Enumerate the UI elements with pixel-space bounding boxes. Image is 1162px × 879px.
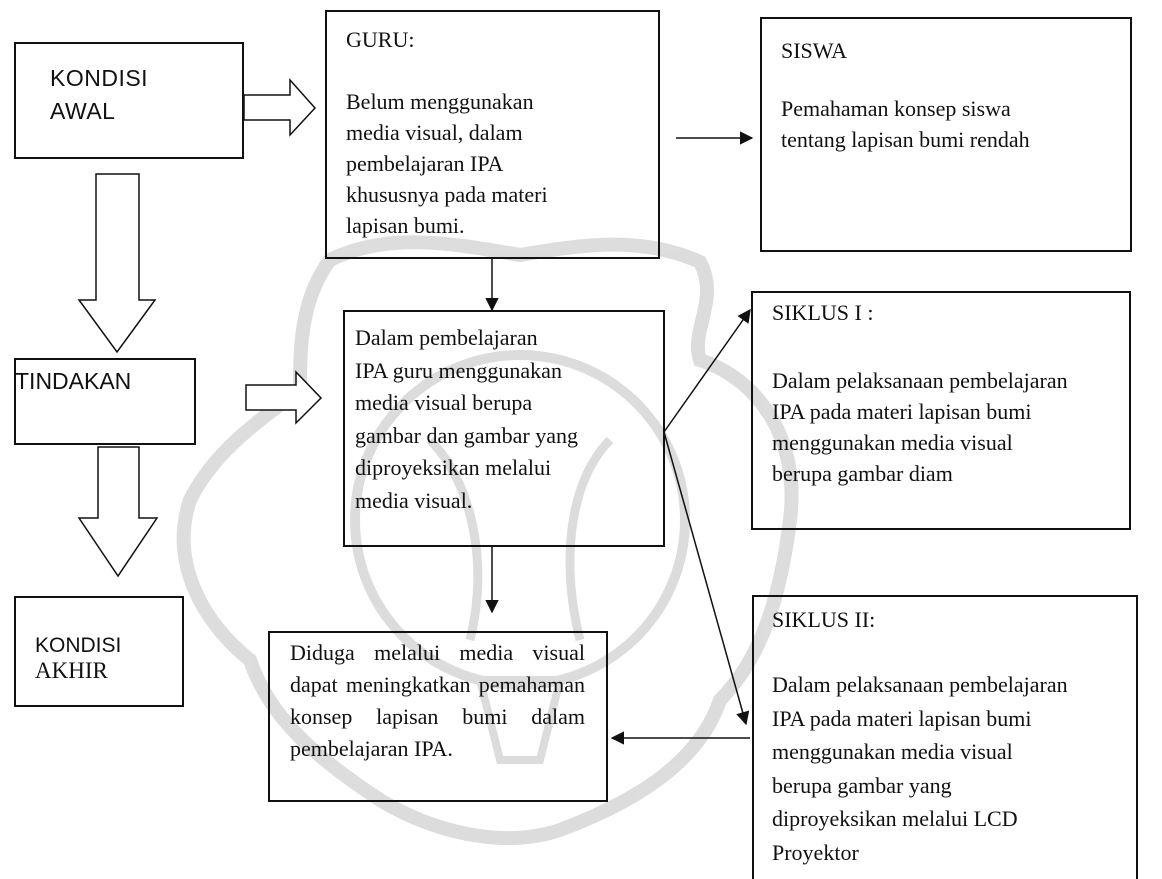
siklus-2-body: Dalam pelaksanaan pembelajaran IPA pada … (772, 672, 1068, 865)
guru-box (325, 10, 660, 259)
hollow-arrow-down-1 (77, 173, 157, 354)
guru-title: GURU: (346, 27, 415, 52)
siswa-title: SISWA (781, 38, 848, 63)
siklus-1-body: Dalam pelaksanaan pembelajaran IPA pada … (772, 368, 1068, 486)
kondisi-akhir-line1: KONDISI (35, 634, 122, 657)
siklus-2-box (752, 595, 1138, 879)
kondisi-awal-box (14, 42, 244, 159)
tindakan-label-box (14, 358, 196, 445)
tindakan-body: Dalam pembelajaran IPA guru menggunakan … (355, 325, 578, 513)
siswa-body: Pemahaman konsep siswa tentang lapisan b… (781, 96, 1030, 152)
siswa-box (760, 17, 1132, 252)
siklus-1-title: SIKLUS I : (772, 300, 874, 325)
kondisi-akhir-box (14, 596, 184, 707)
kondisi-awal-label: KONDISI AWAL (50, 65, 149, 124)
tindakan-box (343, 310, 665, 547)
arrow-tindakan-to-siklus2 (663, 431, 750, 726)
hollow-arrow-right-1 (243, 78, 317, 137)
akhir-body: Diduga melalui media visual dapat mening… (290, 640, 585, 761)
siklus-2-title: SIKLUS II: (772, 607, 876, 632)
akhir-box (268, 631, 608, 802)
tindakan-label: TINDAKAN (15, 368, 132, 394)
kondisi-akhir-line2: AKHIR (35, 658, 108, 683)
watermark-seal (176, 235, 799, 846)
siklus-1-box (751, 291, 1131, 530)
hollow-arrow-right-2 (245, 370, 323, 425)
guru-body: Belum menggunakan media visual, dalam pe… (346, 89, 548, 238)
hollow-arrow-down-2 (77, 446, 159, 578)
arrow-tindakan-to-siklus1 (663, 308, 751, 433)
